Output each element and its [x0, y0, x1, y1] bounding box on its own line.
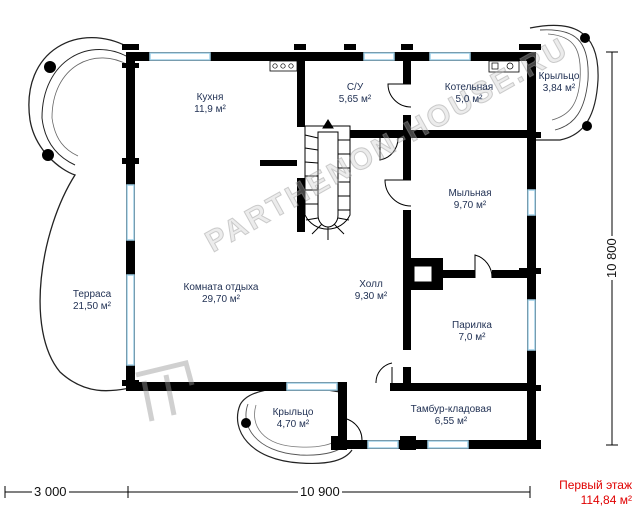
floor-summary: Первый этаж 114,84 м²: [559, 478, 632, 508]
porch-bottom-column-left: [241, 418, 251, 428]
terrace-rail: [41, 49, 131, 166]
room-living: Комната отдыха 29,70 м²: [184, 282, 259, 306]
dimension-height: 10 800: [604, 236, 619, 280]
room-washroom: Мыльная 9,70 м²: [448, 188, 491, 212]
interior-walls: [260, 52, 536, 391]
boiler-unit: [488, 60, 520, 73]
porch-right-steps-inner: [547, 33, 581, 121]
room-area: 9,30 м²: [354, 291, 388, 302]
room-bathroom: С/У 5,65 м²: [339, 82, 371, 106]
terrace-column-top: [44, 61, 56, 73]
room-porch-right: Крыльцо 3,84 м²: [539, 71, 580, 95]
porch-right-outline: [529, 24, 599, 141]
dimension-main-width: 10 900: [298, 484, 342, 499]
room-name: С/У: [346, 82, 364, 93]
staircase: [304, 119, 351, 240]
watermark-logo: [135, 360, 195, 422]
room-area: 5,0 м²: [455, 94, 483, 105]
floor-total-area: 114,84 м²: [580, 493, 632, 507]
room-name: Крыльцо: [272, 407, 314, 418]
stove-core: [413, 265, 433, 283]
room-terrace: Терраса 21,50 м²: [73, 289, 111, 313]
room-area: 4,70 м²: [276, 419, 310, 430]
room-area: 3,84 м²: [542, 83, 576, 94]
terrace-outline: [28, 37, 131, 392]
porch-right-steps: [539, 29, 589, 131]
porch-right-column-bottom: [582, 121, 592, 131]
room-name: Тамбур-кладовая: [410, 404, 492, 415]
room-area: 29,70 м²: [201, 294, 240, 305]
terrace-rail-inner: [51, 57, 131, 157]
room-hall: Холл 9,30 м²: [355, 279, 387, 303]
porch-right-column-top: [580, 33, 590, 43]
terrace-column-mid: [42, 149, 54, 161]
room-name: Кухня: [196, 92, 224, 103]
room-name: Холл: [359, 279, 383, 290]
room-area: 9,70 м²: [453, 200, 487, 211]
porch-bottom-steps-inner: [254, 404, 339, 448]
room-area: 6,55 м²: [434, 416, 468, 427]
room-kitchen: Кухня 11,9 м²: [194, 92, 226, 116]
windows: [126, 52, 536, 449]
room-area: 5,65 м²: [338, 94, 372, 105]
room-vestibule: Тамбур-кладовая 6,55 м²: [411, 404, 492, 428]
room-name: Котельная: [444, 82, 494, 93]
doors: [339, 83, 493, 441]
room-name: Крыльцо: [538, 71, 580, 82]
room-name: Терраса: [72, 289, 112, 300]
room-name: Мыльная: [448, 188, 492, 199]
dimension-left-width: 3 000: [32, 484, 69, 499]
room-area: 11,9 м²: [194, 104, 226, 115]
kitchen-stove: [269, 60, 298, 72]
room-area: 21,50 м²: [72, 301, 112, 312]
floor-title: Первый этаж: [559, 478, 632, 492]
room-boiler: Котельная 5,0 м²: [445, 82, 493, 106]
room-area: 7,0 м²: [458, 332, 486, 343]
room-steam: Парилка 7,0 м²: [452, 320, 492, 344]
room-porch-bottom: Крыльцо 4,70 м²: [273, 407, 314, 431]
room-name: Комната отдыха: [183, 282, 259, 293]
room-name: Парилка: [452, 320, 492, 331]
